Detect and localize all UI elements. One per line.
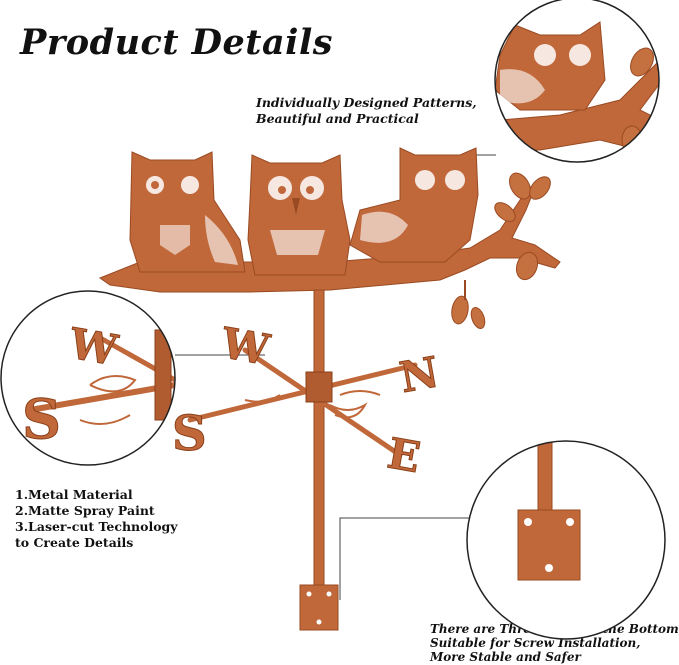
letter-east: E (384, 428, 424, 482)
owl-left (129, 151, 246, 273)
feature-item: to Create Details (15, 535, 134, 550)
pole (313, 289, 325, 611)
page-title: Product Details (20, 22, 333, 63)
caption-features: 1.Metal Material 2.Matte Spray Paint 3.L… (15, 487, 185, 551)
main-weathervane: W N S E (98, 147, 561, 631)
letter-south: S (172, 406, 207, 462)
detail-circle-owl (494, 0, 660, 163)
caption-line: More Stable and Safer (430, 650, 581, 664)
caption-patterns: Individually Designed Patterns, Beautifu… (256, 95, 496, 127)
feature-item: 2.Matte Spray Paint (15, 503, 155, 518)
caption-line: Individually Designed Patterns, (256, 95, 477, 110)
detail-circle-base (466, 440, 666, 640)
caption-line: Beautiful and Practical (256, 111, 419, 126)
compass-hub (305, 371, 333, 403)
letter-west-closeup: W (65, 319, 122, 376)
scroll-ornaments (244, 390, 381, 419)
letter-west: W (217, 318, 274, 375)
feature-item: 1.Metal Material (15, 487, 133, 502)
owl-middle (247, 154, 351, 276)
detail-circle-compass: W S (0, 290, 176, 466)
direction-letters: W N S E (172, 318, 443, 483)
leaves (451, 172, 551, 330)
feature-item: 3.Laser-cut Technology (15, 519, 178, 534)
owl-right (349, 147, 479, 263)
caption-line: Suitable for Screw Installation, (430, 636, 641, 650)
letter-north: N (396, 347, 442, 402)
